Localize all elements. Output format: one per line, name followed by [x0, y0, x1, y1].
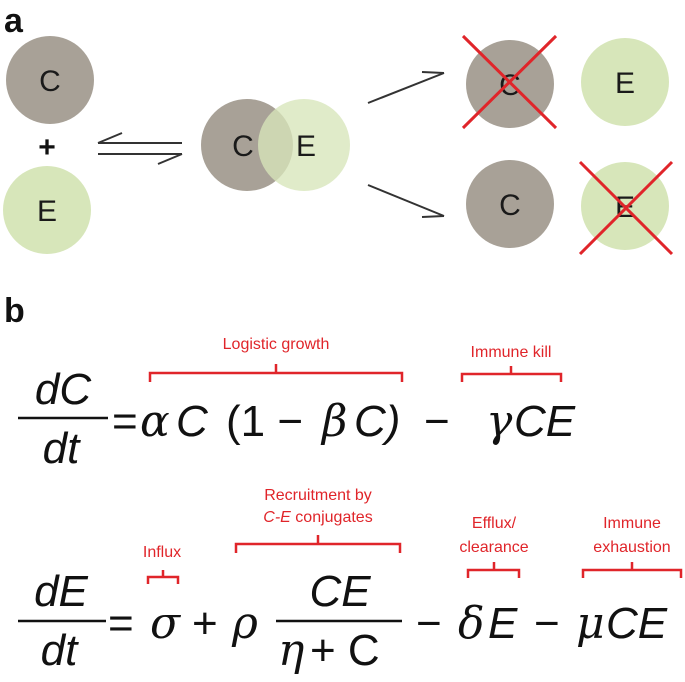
eq1-paren-open: (1 − — [226, 397, 303, 446]
eq2-rho: ρ — [231, 598, 258, 649]
annotation-logistic-growth: Logistic growth — [223, 336, 330, 353]
brace-immune-kill — [460, 366, 563, 382]
eq2-eta: η — [278, 625, 304, 676]
eq1-denominator: dt — [43, 424, 81, 473]
killed-cancer-cell: C — [461, 34, 558, 130]
brace-influx — [146, 570, 180, 584]
eq2-delta: δ — [458, 598, 485, 649]
eq2-frac-den-rest: + C — [310, 626, 380, 675]
annotation-influx: Influx — [143, 544, 181, 561]
eq2-e: E — [488, 599, 518, 648]
eq2-plus: + — [192, 599, 218, 648]
brace-recruitment — [234, 535, 402, 553]
effector-cell-left-label: E — [37, 195, 57, 228]
plus-sign: + — [38, 131, 56, 164]
outcome-arrow-up-icon — [367, 71, 445, 104]
eq1-equals: = — [112, 397, 138, 446]
effector-cell-left: E — [3, 166, 91, 254]
eq1-c1: C — [176, 397, 209, 446]
eq1-c2: C) — [354, 397, 400, 446]
eq1-minus: − — [424, 397, 450, 446]
brace-logistic-growth — [148, 364, 404, 382]
equation-immune-dynamics: dE dt = σ + ρ CE η + C − δ E − μ CE — [18, 567, 668, 676]
annotation-exhaustion-line1: Immune — [603, 515, 661, 532]
panel-b-label: b — [4, 292, 25, 330]
annotation-efflux-line1: Efflux/ — [472, 515, 517, 532]
conjugate-c-label: C — [232, 130, 254, 163]
cancer-cell-left-label: C — [39, 65, 61, 98]
eq2-denominator: dt — [41, 626, 79, 675]
cancer-cell-left: C — [6, 36, 94, 124]
brace-exhaustion — [581, 562, 683, 578]
eq1-gamma: γ — [486, 396, 513, 447]
eq2-frac-numerator: CE — [309, 567, 371, 616]
conjugate-e-label: E — [296, 130, 316, 163]
panel-a-label: a — [4, 2, 24, 40]
annotation-immune-kill: Immune kill — [471, 344, 552, 361]
killed-effector-cell: E — [578, 160, 674, 256]
eq2-sigma: σ — [150, 598, 182, 649]
annotation-recruitment-line2: C-E conjugates — [263, 509, 372, 526]
surviving-effector-cell-label: E — [615, 67, 635, 100]
eq2-minus2: − — [534, 599, 560, 648]
annotation-recruitment-line1: Recruitment by — [264, 487, 372, 504]
eq2-numerator: dE — [34, 567, 88, 616]
outcome-arrow-down-icon — [367, 184, 445, 218]
eq2-minus1: − — [416, 599, 442, 648]
annotation-efflux-line2: clearance — [459, 539, 528, 556]
eq2-ce: CE — [606, 599, 668, 648]
surviving-cancer-cell: C — [466, 160, 554, 248]
annotation-exhaustion-line2: exhaustion — [593, 539, 670, 556]
brace-efflux — [466, 562, 521, 578]
equilibrium-arrows-icon — [97, 132, 183, 165]
eq2-equals: = — [108, 599, 134, 648]
eq1-ce: CE — [514, 397, 576, 446]
eq2-mu: μ — [576, 598, 605, 649]
surviving-cancer-cell-label: C — [499, 189, 521, 222]
eq1-alpha: α — [140, 396, 170, 447]
equation-tumor-growth: dC dt = α C (1 − β C) − γ CE — [18, 365, 576, 473]
eq1-numerator: dC — [35, 365, 92, 414]
surviving-effector-cell: E — [581, 38, 669, 126]
conjugate-cells: C E — [201, 99, 350, 191]
eq1-beta: β — [320, 396, 347, 447]
